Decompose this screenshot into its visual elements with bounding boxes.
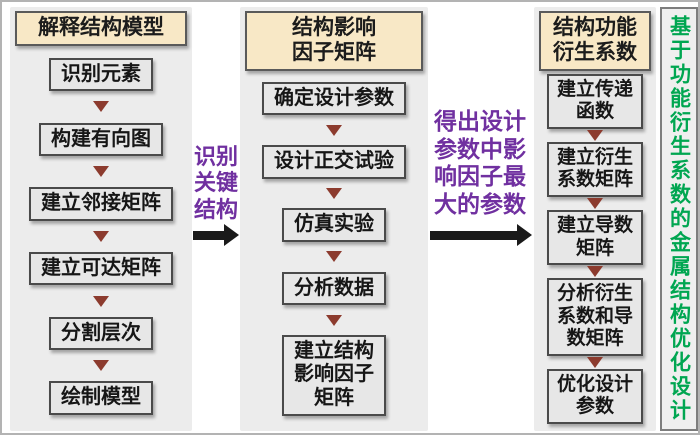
flow-step: 建立衍生 系数矩阵 bbox=[546, 141, 643, 197]
flow-step: 仿真实验 bbox=[282, 208, 386, 242]
flow-step: 确定设计参数 bbox=[262, 81, 406, 116]
column-header: 结构影响 因子矩阵 bbox=[245, 11, 423, 71]
down-arrow-icon bbox=[587, 266, 603, 278]
column-flow: 建立传递 函数 建立衍生 系数矩阵 建立导数 矩阵 分析衍生 系数和导 数矩阵 … bbox=[534, 71, 656, 431]
arrow-head bbox=[224, 224, 239, 246]
flow-step: 绘制模型 bbox=[49, 381, 153, 415]
down-arrow-icon bbox=[587, 356, 603, 368]
arrow-stem bbox=[193, 230, 224, 240]
down-arrow-icon bbox=[93, 360, 109, 372]
right-arrow-icon bbox=[193, 224, 239, 246]
column-structural-influence-factor-matrix: 结构影响 因子矩阵 确定设计参数 设计正交试验 仿真实验 分析数据 建立结构 影… bbox=[240, 7, 428, 431]
arrow-stem bbox=[430, 230, 517, 240]
flow-step: 分析数据 bbox=[282, 271, 386, 306]
side-banner-text: 基于功能衍生系数的金属结构优化设计 bbox=[667, 15, 691, 423]
down-arrow-icon bbox=[93, 230, 109, 242]
arrow-head bbox=[517, 224, 532, 246]
connector-label-identify-key-structure: 识别 关键 结构 bbox=[193, 144, 238, 222]
down-arrow-icon bbox=[93, 101, 109, 113]
down-arrow-icon bbox=[326, 251, 342, 263]
flow-step: 建立邻接矩阵 bbox=[29, 187, 173, 221]
down-arrow-icon bbox=[587, 197, 603, 209]
column-structural-function-derivative-coefficient: 结构功能 衍生系数 建立传递 函数 建立衍生 系数矩阵 建立导数 矩阵 分析衍生… bbox=[534, 7, 656, 431]
side-banner: 基于功能衍生系数的金属结构优化设计 bbox=[660, 7, 698, 431]
down-arrow-icon bbox=[587, 129, 603, 141]
flow-step: 建立可达矩阵 bbox=[29, 251, 173, 286]
connector-label-max-influence-parameter: 得出设计 参数中影 响因子最 大的参数 bbox=[434, 108, 526, 217]
flow-step: 分割层次 bbox=[49, 316, 153, 351]
down-arrow-icon bbox=[93, 295, 109, 307]
column-interpretive-structural-model: 解释结构模型 识别元素 构建有向图 建立邻接矩阵 建立可达矩阵 分割层次 绘制模… bbox=[10, 7, 192, 431]
right-arrow-icon bbox=[430, 224, 532, 246]
column-flow: 识别元素 构建有向图 建立邻接矩阵 建立可达矩阵 分割层次 绘制模型 bbox=[10, 46, 192, 431]
down-arrow-icon bbox=[326, 188, 342, 200]
flow-step: 识别元素 bbox=[49, 57, 153, 92]
flow-step: 建立导数 矩阵 bbox=[546, 210, 643, 265]
flow-step: 分析衍生 系数和导 数矩阵 bbox=[546, 278, 643, 356]
flow-step: 建立传递 函数 bbox=[546, 73, 643, 129]
column-header: 结构功能 衍生系数 bbox=[539, 11, 651, 71]
down-arrow-icon bbox=[326, 124, 342, 136]
flow-step: 优化设计 参数 bbox=[546, 368, 643, 424]
flow-step: 设计正交试验 bbox=[262, 145, 406, 179]
flow-step: 建立结构 影响因子 矩阵 bbox=[282, 334, 386, 416]
down-arrow-icon bbox=[93, 166, 109, 178]
down-arrow-icon bbox=[326, 314, 342, 326]
flow-step: 构建有向图 bbox=[39, 122, 163, 157]
column-flow: 确定设计参数 设计正交试验 仿真实验 分析数据 建立结构 影响因子 矩阵 bbox=[240, 71, 428, 431]
column-header: 解释结构模型 bbox=[15, 11, 187, 46]
